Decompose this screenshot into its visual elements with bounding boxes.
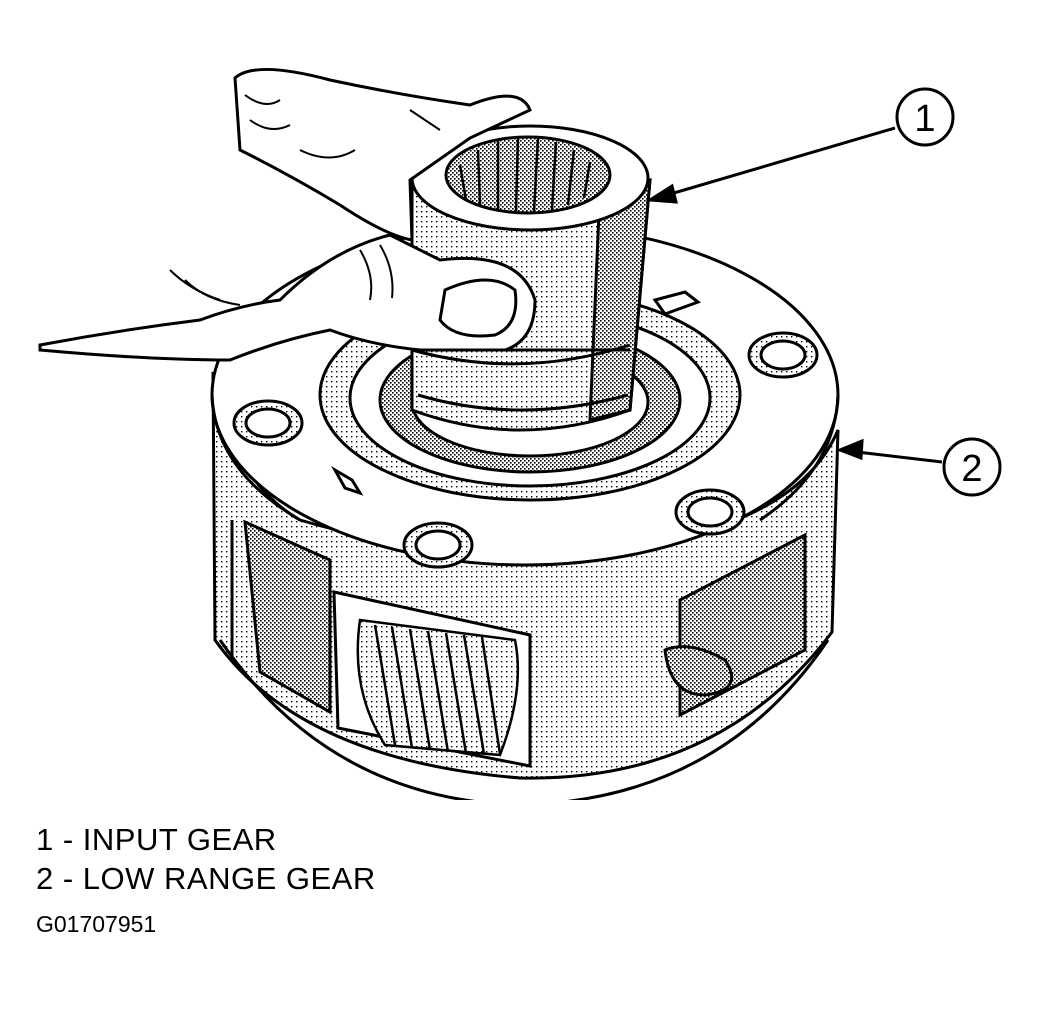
leader-line-1 xyxy=(649,126,896,202)
callout-number-1: 1 xyxy=(914,98,935,140)
legend-item-input-gear: 1 - INPUT GEAR xyxy=(36,822,277,857)
arrow-head-1 xyxy=(645,183,678,204)
legend-item-low-range-gear: 2 - LOW RANGE GEAR xyxy=(36,861,376,896)
hand-holding-gear xyxy=(38,67,537,362)
gear-illustration: 1 2 xyxy=(38,67,1002,800)
callout-1: 1 xyxy=(645,87,955,204)
callout-circle-2 xyxy=(942,437,1002,497)
bolt-holes xyxy=(232,331,819,569)
callout-2: 2 xyxy=(835,437,1002,497)
callout-circle-1 xyxy=(895,87,955,147)
arrow-head-2 xyxy=(835,438,864,461)
pinion-gear xyxy=(356,618,520,757)
figure-id: G01707951 xyxy=(36,911,157,937)
housing-window-left xyxy=(243,519,332,715)
callout-number-2: 2 xyxy=(961,448,982,490)
